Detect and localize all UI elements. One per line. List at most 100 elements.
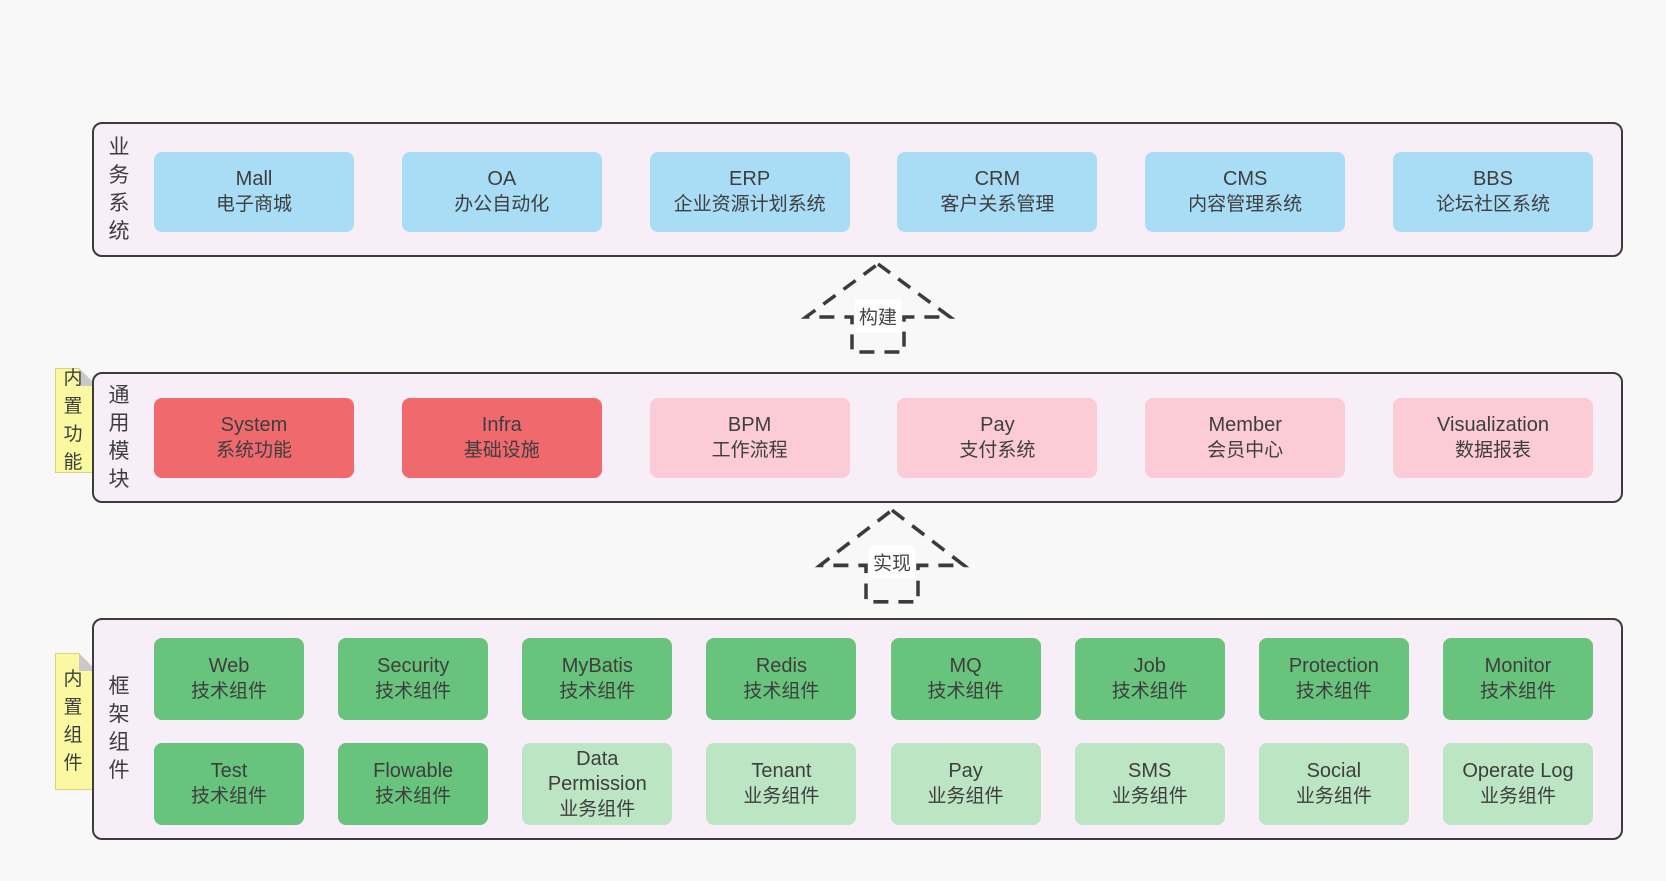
box-infra: Infra 基础设施 xyxy=(401,398,602,478)
box-title: Flowable xyxy=(373,760,454,782)
box-subtitle: 业务组件 xyxy=(743,786,820,807)
box-security: Security 技术组件 xyxy=(338,638,489,720)
layer-label-common-modules: 通用模块 xyxy=(108,383,130,491)
box-title: Mall xyxy=(235,168,273,190)
box-subtitle: 业务组件 xyxy=(1479,786,1556,807)
box-title: Web xyxy=(208,655,250,677)
box-title: Pay xyxy=(948,760,983,782)
box-title: Protection xyxy=(1288,655,1379,677)
box-tenant: Tenant 业务组件 xyxy=(706,743,857,825)
box-title: Security xyxy=(377,655,450,677)
box-subtitle: 业务组件 xyxy=(1111,786,1188,807)
box-operate-log: Operate Log 业务组件 xyxy=(1442,743,1593,825)
tech-components-row: Web 技术组件 Security 技术组件 MyBatis 技术组件 Redi… xyxy=(154,638,1593,720)
box-mall: Mall 电子商城 xyxy=(154,152,354,232)
box-subtitle: 电子商城 xyxy=(215,194,292,215)
box-subtitle: 技术组件 xyxy=(375,681,452,702)
box-title: System xyxy=(220,414,288,436)
box-title: BPM xyxy=(727,414,772,436)
sticky-label: 内置功能 xyxy=(63,367,83,473)
box-title: OA xyxy=(487,168,517,190)
box-title: Redis xyxy=(755,655,807,677)
box-mq: MQ 技术组件 xyxy=(890,638,1041,720)
box-visualization: Visualization 数据报表 xyxy=(1392,398,1593,478)
box-test: Test 技术组件 xyxy=(154,743,304,825)
box-subtitle: 业务组件 xyxy=(559,798,636,820)
box-data-permission: Data Permission 业务组件 xyxy=(522,743,673,825)
box-subtitle: 技术组件 xyxy=(559,681,636,702)
box-subtitle: 办公自动化 xyxy=(454,194,550,215)
box-subtitle: 业务组件 xyxy=(927,786,1004,807)
box-title: Member xyxy=(1208,414,1282,436)
box-title: Pay xyxy=(980,414,1015,436)
box-title: MyBatis xyxy=(561,655,633,677)
box-title: Data Permission xyxy=(547,747,647,795)
box-subtitle: 论坛社区系统 xyxy=(1435,194,1550,215)
box-redis: Redis 技术组件 xyxy=(706,638,857,720)
box-subtitle: 技术组件 xyxy=(1295,681,1372,702)
box-subtitle: 内容管理系统 xyxy=(1188,194,1303,215)
box-subtitle: 支付系统 xyxy=(959,440,1036,461)
box-subtitle: 企业资源计划系统 xyxy=(673,194,826,215)
box-flowable: Flowable 技术组件 xyxy=(338,743,489,825)
box-title: Social xyxy=(1306,760,1362,782)
box-title: MQ xyxy=(949,655,982,677)
layer-label-business-systems: 业务系统 xyxy=(108,135,130,243)
layer-common-modules: 通用模块 System 系统功能 Infra 基础设施 BPM 工作流程 Pay… xyxy=(92,372,1623,503)
arrow-build: 构建 xyxy=(798,260,958,356)
box-erp: ERP 企业资源计划系统 xyxy=(649,152,850,232)
sticky-note-builtin-components: 内置组件 xyxy=(55,653,97,790)
box-subtitle: 技术组件 xyxy=(1479,681,1556,702)
box-oa: OA 办公自动化 xyxy=(401,152,602,232)
common-modules-row: System 系统功能 Infra 基础设施 BPM 工作流程 Pay 支付系统… xyxy=(154,398,1593,478)
box-system: System 系统功能 xyxy=(154,398,354,478)
box-title: CMS xyxy=(1222,168,1268,190)
box-subtitle: 系统功能 xyxy=(215,440,292,461)
box-subtitle: 技术组件 xyxy=(190,786,267,807)
box-subtitle: 客户关系管理 xyxy=(940,194,1055,215)
box-crm: CRM 客户关系管理 xyxy=(897,152,1098,232)
arrow-implement: 实现 xyxy=(812,506,972,606)
box-title: Job xyxy=(1133,655,1166,677)
box-title: ERP xyxy=(729,168,771,190)
box-cms: CMS 内容管理系统 xyxy=(1145,152,1346,232)
box-subtitle: 业务组件 xyxy=(1295,786,1372,807)
business-systems-row: Mall 电子商城 OA 办公自动化 ERP 企业资源计划系统 CRM 客户关系… xyxy=(154,152,1593,232)
box-subtitle: 基础设施 xyxy=(463,440,540,461)
box-bpm: BPM 工作流程 xyxy=(649,398,850,478)
box-title: Tenant xyxy=(751,760,812,782)
box-bbs: BBS 论坛社区系统 xyxy=(1392,152,1593,232)
box-subtitle: 工作流程 xyxy=(711,440,788,461)
box-title: BBS xyxy=(1472,168,1513,190)
box-sms: SMS 业务组件 xyxy=(1074,743,1225,825)
box-subtitle: 技术组件 xyxy=(927,681,1004,702)
layer-business-systems: 业务系统 Mall 电子商城 OA 办公自动化 ERP 企业资源计划系统 CRM… xyxy=(92,122,1623,257)
box-pay-system: Pay 支付系统 xyxy=(897,398,1098,478)
box-monitor: Monitor 技术组件 xyxy=(1442,638,1593,720)
box-mybatis: MyBatis 技术组件 xyxy=(522,638,673,720)
box-protection: Protection 技术组件 xyxy=(1258,638,1409,720)
box-title: CRM xyxy=(974,168,1021,190)
box-title: Operate Log xyxy=(1462,760,1574,782)
box-subtitle: 技术组件 xyxy=(743,681,820,702)
business-components-row: Test 技术组件 Flowable 技术组件 Data Permission … xyxy=(154,743,1593,825)
arrow-build-label: 构建 xyxy=(854,299,902,333)
box-subtitle: 技术组件 xyxy=(190,681,267,702)
arrow-implement-label: 实现 xyxy=(868,545,916,579)
box-job: Job 技术组件 xyxy=(1074,638,1225,720)
box-member: Member 会员中心 xyxy=(1145,398,1346,478)
box-subtitle: 会员中心 xyxy=(1207,440,1284,461)
box-title: Infra xyxy=(481,414,522,436)
box-title: Visualization xyxy=(1437,414,1549,436)
box-subtitle: 数据报表 xyxy=(1454,440,1531,461)
sticky-label: 内置组件 xyxy=(63,668,83,774)
box-social: Social 业务组件 xyxy=(1258,743,1409,825)
sticky-note-builtin-functions: 内置功能 xyxy=(55,368,97,473)
box-pay-component: Pay 业务组件 xyxy=(890,743,1041,825)
box-subtitle: 技术组件 xyxy=(375,786,452,807)
layer-framework-components: 框架组件 Web 技术组件 Security 技术组件 MyBatis 技术组件… xyxy=(92,618,1623,840)
box-web: Web 技术组件 xyxy=(154,638,304,720)
box-subtitle: 技术组件 xyxy=(1111,681,1188,702)
box-title: SMS xyxy=(1128,760,1172,782)
